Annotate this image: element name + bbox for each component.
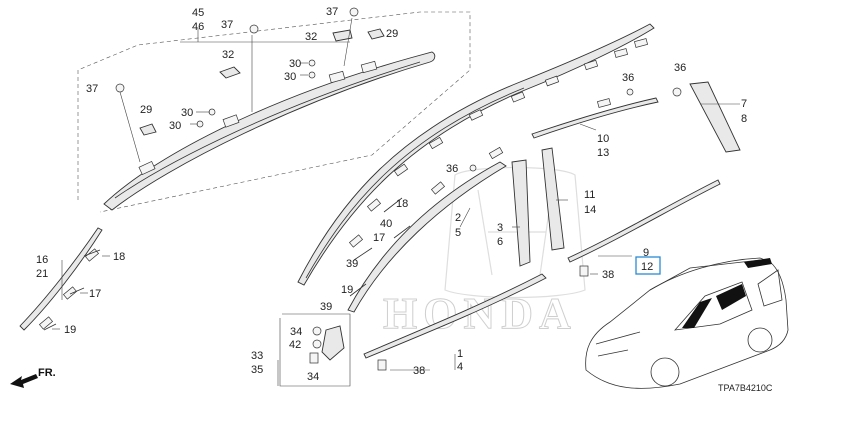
callout-4: 4 bbox=[457, 361, 463, 373]
callout-42: 42 bbox=[289, 339, 301, 351]
callout-3: 3 bbox=[497, 222, 503, 234]
drawing-code: TPA7B4210C bbox=[718, 383, 773, 393]
watermark-text: HONDA bbox=[383, 289, 577, 338]
fastener-inset bbox=[279, 313, 351, 387]
callout-45: 45 bbox=[192, 7, 204, 19]
misc-clips bbox=[43, 87, 682, 331]
vehicle-illustration bbox=[585, 257, 789, 389]
callout-11: 11 bbox=[584, 189, 595, 201]
honda-watermark: HONDA bbox=[383, 166, 586, 339]
callout-6: 6 bbox=[497, 236, 503, 248]
window-molding-2-5 bbox=[347, 161, 507, 313]
callout-7: 7 bbox=[741, 98, 747, 110]
callout-37: 37 bbox=[86, 83, 98, 95]
callout-labels: 45 46 37 37 37 32 32 29 29 30 30 30 30 3… bbox=[36, 6, 747, 383]
callout-5: 5 bbox=[455, 227, 461, 239]
callout-1: 1 bbox=[457, 348, 463, 360]
front-door-molding-1-4 bbox=[363, 273, 547, 371]
callout-36: 36 bbox=[622, 72, 634, 84]
callout-18: 18 bbox=[396, 198, 408, 210]
callout-13: 13 bbox=[597, 147, 609, 159]
callout-21: 21 bbox=[36, 268, 48, 280]
callout-36: 36 bbox=[674, 62, 686, 74]
callout-39: 39 bbox=[346, 258, 358, 270]
rear-pillar-7-8 bbox=[689, 81, 741, 153]
callout-38: 38 bbox=[413, 365, 425, 377]
front-direction-label: FR. bbox=[38, 367, 56, 379]
callout-10: 10 bbox=[597, 133, 609, 145]
callout-16: 16 bbox=[36, 254, 48, 266]
callout-17: 17 bbox=[373, 232, 385, 244]
callout-leaders bbox=[52, 103, 740, 386]
callout-35: 35 bbox=[251, 364, 263, 376]
highlighted-callout-box bbox=[635, 256, 661, 275]
callout-34: 34 bbox=[290, 326, 302, 338]
callout-32: 32 bbox=[305, 31, 317, 43]
rear-door-molding-9-12 bbox=[567, 179, 721, 263]
callout-40: 40 bbox=[380, 218, 392, 230]
callout-38: 38 bbox=[602, 269, 614, 281]
callout-2: 2 bbox=[455, 212, 461, 224]
callout-36: 36 bbox=[446, 163, 458, 175]
callout-33: 33 bbox=[251, 350, 263, 362]
callout-30: 30 bbox=[181, 107, 193, 119]
callout-46: 46 bbox=[192, 21, 204, 33]
callout-17: 17 bbox=[89, 288, 101, 300]
callout-37: 37 bbox=[221, 19, 233, 31]
callout-37: 37 bbox=[326, 6, 338, 18]
callout-18: 18 bbox=[113, 251, 125, 263]
callout-30: 30 bbox=[169, 120, 181, 132]
callout-34: 34 bbox=[307, 371, 319, 383]
roof-molding-clips bbox=[348, 38, 649, 248]
roof-rail bbox=[103, 51, 436, 211]
callout-29: 29 bbox=[140, 104, 152, 116]
front-direction-arrow: FR. bbox=[10, 367, 56, 388]
a-pillar-molding bbox=[19, 227, 103, 331]
callout-30: 30 bbox=[284, 71, 296, 83]
clip-38 bbox=[579, 265, 589, 277]
callout-9: 9 bbox=[643, 247, 649, 259]
callout-14: 14 bbox=[584, 204, 596, 216]
pillar-garnish-3-6 bbox=[511, 159, 531, 267]
pillar-garnish-11-14 bbox=[541, 147, 565, 251]
callout-19: 19 bbox=[64, 324, 76, 336]
roof-rail-leaders bbox=[119, 17, 353, 163]
callout-8: 8 bbox=[741, 113, 747, 125]
roof-rail-caps bbox=[115, 7, 385, 136]
rear-molding-10-13 bbox=[531, 97, 659, 139]
roof-molding bbox=[297, 23, 655, 286]
callout-39: 39 bbox=[320, 301, 332, 313]
callout-12: 12 bbox=[641, 261, 653, 273]
callout-19: 19 bbox=[341, 284, 353, 296]
callout-32: 32 bbox=[222, 49, 234, 61]
callout-29: 29 bbox=[386, 28, 398, 40]
roof-rail-group-outline bbox=[77, 11, 471, 213]
callout-30: 30 bbox=[289, 58, 301, 70]
